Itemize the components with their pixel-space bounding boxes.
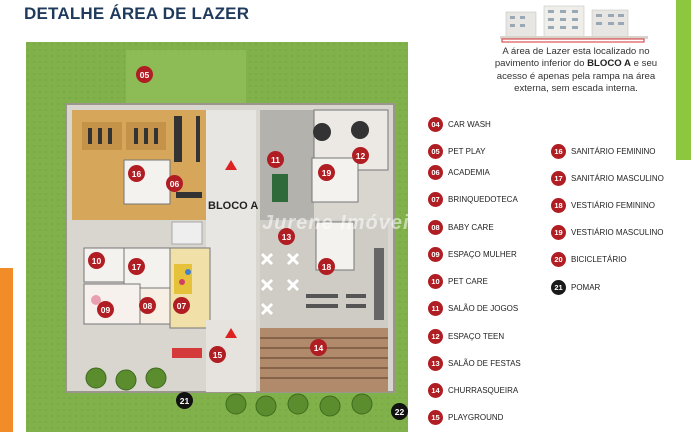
- legend-label: PET PLAY: [448, 147, 486, 156]
- legend-label: PET CARE: [448, 277, 488, 286]
- orange-accent-bar: [0, 268, 13, 432]
- legend-item-18: 18 VESTIÁRIO FEMININO: [551, 198, 655, 213]
- legend-item-20: 20 BICICLETÁRIO: [551, 252, 627, 267]
- legend-label: BRINQUEDOTECA: [448, 195, 518, 204]
- bloco-label: BLOCO A: [208, 200, 259, 212]
- legend-num: 06: [428, 165, 443, 180]
- marker-22: 22: [391, 403, 408, 420]
- marker-18: 18: [318, 258, 335, 275]
- legend-item-06: 06 ACADEMIA: [428, 165, 490, 180]
- legend-item-07: 07 BRINQUEDOTECA: [428, 192, 518, 207]
- legend-label: SALÃO DE JOGOS: [448, 304, 519, 313]
- marker-17: 17: [128, 258, 145, 275]
- legend-item-05: 05 PET PLAY: [428, 144, 486, 159]
- legend-item-15: 15 PLAYGROUND: [428, 410, 503, 425]
- legend-num: 18: [551, 198, 566, 213]
- legend-label: VESTIÁRIO MASCULINO: [571, 228, 664, 237]
- marker-14: 14: [310, 339, 327, 356]
- legend-item-13: 13 SALÃO DE FESTAS: [428, 356, 521, 371]
- legend-num: 09: [428, 247, 443, 262]
- legend-label: SANITÁRIO FEMININO: [571, 147, 656, 156]
- marker-15: 15: [209, 346, 226, 363]
- marker-06: 06: [166, 175, 183, 192]
- legend-num: 19: [551, 225, 566, 240]
- legend-item-04: 04 CAR WASH: [428, 117, 491, 132]
- legend-item-11: 11 SALÃO DE JOGOS: [428, 301, 518, 316]
- marker-13: 13: [278, 228, 295, 245]
- green-accent-bar: [676, 0, 691, 160]
- legend-num: 15: [428, 410, 443, 425]
- legend-item-12: 12 ESPAÇO TEEN: [428, 329, 504, 344]
- marker-09: 09: [97, 301, 114, 318]
- marker-12: 12: [352, 147, 369, 164]
- legend-item-14: 14 CHURRASQUEIRA: [428, 383, 518, 398]
- legend-item-17: 17 SANITÁRIO MASCULINO: [551, 171, 664, 186]
- legend-num: 14: [428, 383, 443, 398]
- floor-plan: [26, 42, 408, 432]
- marker-16: 16: [128, 165, 145, 182]
- legend-num: 16: [551, 144, 566, 159]
- marker-08: 08: [139, 297, 156, 314]
- marker-10: 10: [88, 252, 105, 269]
- legend-num: 04: [428, 117, 443, 132]
- legend-num: 05: [428, 144, 443, 159]
- legend-label: VESTIÁRIO FEMININO: [571, 201, 656, 210]
- legend-item-10: 10 PET CARE: [428, 274, 488, 289]
- marker-11: 11: [267, 151, 284, 168]
- building-elevation-image: [500, 2, 648, 44]
- legend-item-08: 08 BABY CARE: [428, 220, 494, 235]
- legend-num: 21: [551, 280, 566, 295]
- legend-item-16: 16 SANITÁRIO FEMININO: [551, 144, 655, 159]
- legend-num: 07: [428, 192, 443, 207]
- legend-item-21: 21 POMAR: [551, 280, 600, 295]
- legend-num: 11: [428, 301, 443, 316]
- legend-item-19: 19 VESTIÁRIO MASCULINO: [551, 225, 663, 240]
- marker-07: 07: [173, 297, 190, 314]
- legend-label: SALÃO DE FESTAS: [448, 359, 521, 368]
- legend-label: ESPAÇO TEEN: [448, 332, 505, 341]
- legend-label: POMAR: [571, 283, 601, 292]
- legend-label: CAR WASH: [448, 120, 491, 129]
- legend-item-09: 09 ESPAÇO MULHER: [428, 247, 517, 262]
- legend-num: 12: [428, 329, 443, 344]
- legend-label: BICICLETÁRIO: [571, 255, 627, 264]
- legend-num: 08: [428, 220, 443, 235]
- legend-num: 17: [551, 171, 566, 186]
- legend-label: PLAYGROUND: [448, 413, 504, 422]
- marker-21: 21: [176, 392, 193, 409]
- page-title: DETALHE ÁREA DE LAZER: [24, 4, 250, 23]
- info-text: A área de Lazer esta localizado no pavim…: [494, 46, 658, 95]
- marker-19: 19: [318, 164, 335, 181]
- legend-num: 20: [551, 252, 566, 267]
- legend-label: SANITÁRIO MASCULINO: [571, 174, 664, 183]
- legend-label: CHURRASQUEIRA: [448, 386, 519, 395]
- legend-label: ACADEMIA: [448, 168, 490, 177]
- legend-num: 13: [428, 356, 443, 371]
- legend-num: 10: [428, 274, 443, 289]
- marker-05: 05: [136, 66, 153, 83]
- legend-label: BABY CARE: [448, 223, 494, 232]
- watermark-text: Jurene Imóveis: [262, 212, 422, 234]
- legend-label: ESPAÇO MULHER: [448, 250, 517, 259]
